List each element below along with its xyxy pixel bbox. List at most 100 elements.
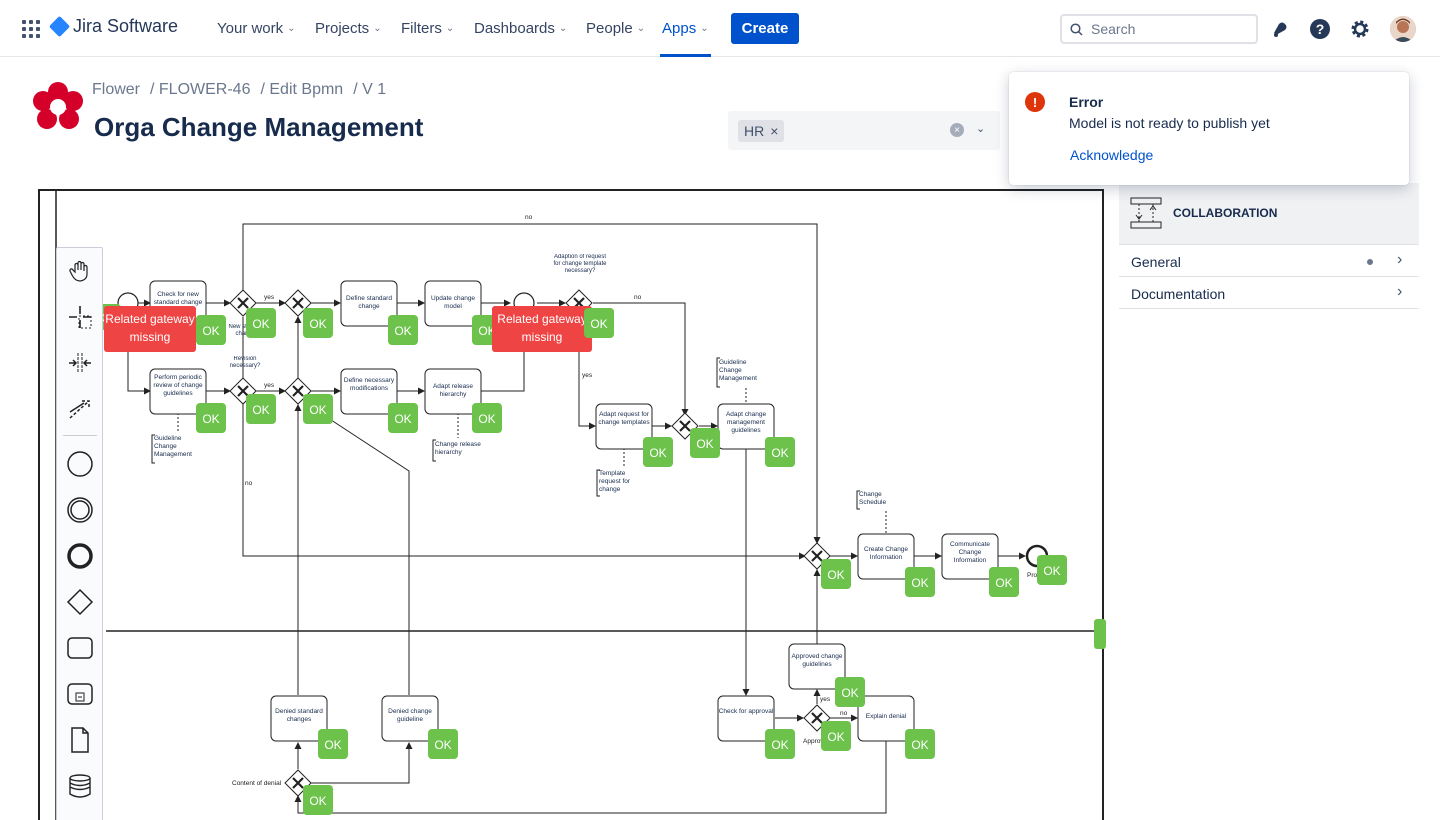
annotation-text: Template request for change — [599, 470, 631, 493]
remove-tag-icon[interactable]: × — [770, 122, 779, 139]
subprocess-tool-icon[interactable] — [63, 677, 97, 711]
panel-row-documentation[interactable]: Documentation › — [1119, 277, 1419, 309]
bpmn-canvas[interactable]: Check for new standard change Define sta… — [38, 189, 1106, 820]
tag-select[interactable]: HR × × ⌄ — [728, 111, 1000, 150]
nav-dashboards[interactable]: Dashboards⌄ — [474, 20, 567, 37]
gateway-tool-icon[interactable] — [63, 585, 97, 619]
panel-row-general[interactable]: General › — [1119, 245, 1419, 277]
notifications-icon[interactable] — [1268, 17, 1292, 41]
tasks[interactable] — [149, 280, 999, 742]
ok-badge: OK — [252, 403, 269, 417]
ok-badge: OK — [309, 794, 326, 808]
app-switcher-icon[interactable] — [22, 20, 40, 38]
user-avatar[interactable] — [1390, 16, 1416, 42]
flag-title: Error — [1069, 94, 1104, 110]
top-navigation: Jira Software Your work⌄ Projects⌄ Filte… — [0, 0, 1440, 57]
error-badge — [492, 306, 592, 352]
svg-text:?: ? — [1316, 21, 1325, 37]
gateway-label: Content of denial — [232, 780, 282, 787]
validation-badges: OK OK OK OK OK OK OK OK OK OK OK OK OK O… — [100, 304, 1106, 815]
ok-badge: OK — [771, 446, 788, 460]
ok-badge: OK — [911, 738, 928, 752]
ok-badge: OK — [649, 446, 666, 460]
task-label: Communicate Change Information — [949, 541, 991, 564]
flow-label-yes: yes — [264, 294, 275, 301]
breadcrumb-edit[interactable]: / Edit Bpmn — [260, 81, 344, 98]
end-event-tool-icon[interactable] — [63, 539, 97, 573]
task-label: Check for new standard change — [153, 291, 203, 306]
ok-badge: OK — [1043, 564, 1060, 578]
space-tool-icon[interactable] — [63, 346, 97, 380]
error-badge — [104, 306, 196, 352]
lasso-tool-icon[interactable] — [63, 300, 97, 334]
create-button[interactable]: Create — [731, 13, 799, 44]
panel-row-label: Documentation — [1131, 286, 1226, 302]
properties-header: COLLABORATION — [1119, 183, 1419, 245]
ok-badge: OK — [590, 317, 607, 331]
ok-badge: OK — [252, 317, 269, 331]
data-store-tool-icon[interactable] — [63, 769, 97, 803]
annotation-text: Guideline Change Management — [154, 435, 192, 458]
nav-projects[interactable]: Projects⌄ — [315, 20, 382, 37]
breadcrumb-project[interactable]: Flower — [92, 81, 141, 98]
help-icon[interactable]: ? — [1308, 17, 1332, 41]
nav-apps[interactable]: Apps⌄ — [662, 20, 709, 37]
annotation-text: Guideline Change Management — [719, 359, 757, 382]
ok-badge: OK — [696, 437, 713, 451]
clear-icon[interactable]: × — [950, 123, 964, 137]
breadcrumb-issue[interactable]: / FLOWER-46 — [150, 81, 251, 98]
acknowledge-button[interactable]: Acknowledge — [1070, 147, 1154, 163]
gateway-label: Adaption of request for change template … — [553, 254, 607, 274]
annotations — [151, 357, 887, 533]
active-nav-indicator — [660, 54, 711, 57]
data-object-tool-icon[interactable] — [63, 723, 97, 757]
error-icon: ! — [1025, 92, 1045, 112]
search-icon — [1070, 22, 1083, 36]
breadcrumb-version[interactable]: / V 1 — [353, 81, 387, 98]
app-name: Jira Software — [73, 16, 179, 36]
task-tool-icon[interactable] — [63, 631, 97, 665]
ok-badge: OK — [841, 686, 858, 700]
jira-diamond-icon — [48, 15, 71, 38]
nav-label: Dashboards — [474, 20, 555, 37]
chevron-down-icon: ⌄ — [445, 23, 455, 34]
ok-badge: OK — [202, 324, 219, 338]
chevron-right-icon: › — [1397, 251, 1403, 268]
jira-logo[interactable]: Jira Software — [48, 15, 179, 38]
start-event-tool-icon[interactable] — [63, 447, 97, 481]
changed-indicator — [1367, 259, 1373, 265]
flow-label-yes: yes — [264, 382, 275, 389]
chevron-down-icon[interactable]: ⌄ — [976, 123, 986, 135]
ok-badge: OK — [478, 412, 495, 426]
ok-badge: OK — [394, 412, 411, 426]
search-input[interactable]: Search — [1060, 14, 1258, 44]
task-label: Approved change guidelines — [791, 653, 843, 668]
nav-label: Projects — [315, 20, 370, 37]
nav-your-work[interactable]: Your work⌄ — [217, 20, 296, 37]
connect-tool-icon[interactable] — [63, 391, 97, 425]
ok-badge: OK — [309, 403, 326, 417]
ok-badge: OK — [434, 738, 451, 752]
ok-badge: OK — [771, 738, 788, 752]
nav-people[interactable]: People⌄ — [586, 20, 645, 37]
settings-gear-icon[interactable] — [1348, 17, 1372, 41]
chevron-down-icon: ⌄ — [287, 23, 296, 34]
gateway-label: Approved? — [803, 738, 835, 745]
flow-label-no: no — [840, 710, 848, 717]
flag-message: Model is not ready to publish yet — [1069, 115, 1270, 131]
nav-filters[interactable]: Filters⌄ — [401, 20, 454, 37]
tag-chip: HR × — [738, 119, 785, 142]
flow-label-no: no — [525, 214, 533, 221]
flow-label-yes: yes — [582, 372, 593, 379]
task-label: Perform periodic review of change guidel… — [153, 374, 203, 397]
chevron-down-icon: ⌄ — [373, 23, 382, 34]
flow-label-no: no — [634, 294, 642, 301]
hand-tool-icon[interactable] — [63, 254, 97, 288]
tag-label: HR — [744, 122, 765, 139]
ok-badge: OK — [324, 738, 341, 752]
chevron-down-icon: ⌄ — [558, 23, 568, 34]
intermediate-event-tool-icon[interactable] — [63, 493, 97, 527]
chevron-down-icon: ⌄ — [700, 23, 709, 34]
task-label: Define necessary modifications — [343, 377, 395, 392]
ok-badge: OK — [309, 317, 326, 331]
